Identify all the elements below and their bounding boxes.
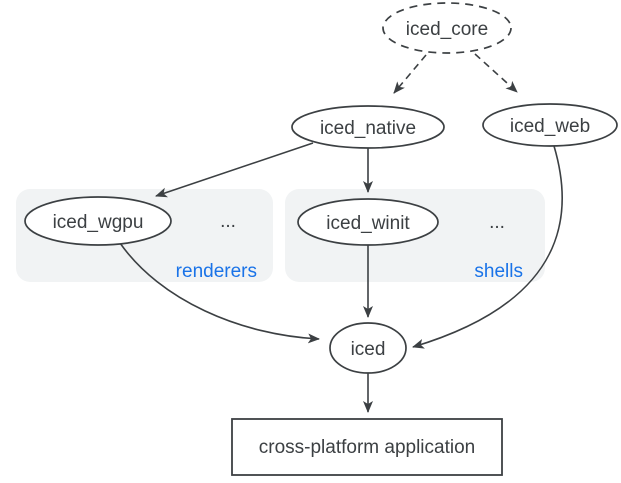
node-iced-winit-shape (297, 198, 439, 246)
edge-core-to-web (474, 53, 518, 93)
edge-core-to-native (393, 54, 427, 94)
edge-native-to-wgpu (155, 142, 314, 198)
edge-web-to-iced (412, 145, 564, 349)
node-iced-winit-label: iced_winit (326, 213, 410, 234)
node-iced-native-label: iced_native (320, 118, 416, 139)
node-app-label: cross-platform application (259, 437, 475, 458)
node-iced-wgpu-label: iced_wgpu (53, 212, 144, 233)
node-iced-web-shape (482, 103, 618, 147)
node-iced-wgpu-shape (24, 196, 172, 246)
node-iced-web-label: iced_web (510, 116, 590, 137)
renderers-ellipsis: ... (220, 211, 236, 232)
edge-wgpu-to-iced (119, 242, 320, 344)
node-iced-shape (329, 322, 407, 374)
node-app-shape (231, 418, 503, 476)
shells-group-label: shells (474, 261, 523, 282)
renderers-group-label: renderers (176, 261, 257, 282)
node-iced-native-shape (291, 105, 445, 149)
node-iced-label: iced (351, 339, 386, 360)
node-iced-core-label: iced_core (406, 19, 488, 40)
shells-ellipsis: ... (489, 212, 505, 233)
node-iced-core-shape (382, 2, 512, 54)
